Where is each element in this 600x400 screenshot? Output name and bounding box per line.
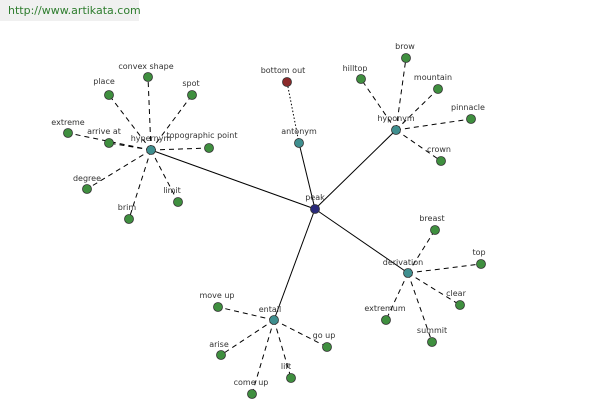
word-label-move-up[interactable]: move up: [199, 291, 234, 300]
edge-hyponym-hilltop: [360, 78, 397, 131]
edge-hypernym-degree: [86, 149, 152, 190]
word-node-brim[interactable]: [124, 214, 134, 224]
edge-hypernym-topographic-point: [150, 147, 210, 151]
edge-derivation-clear: [407, 272, 461, 306]
relation-node-hyponym[interactable]: [391, 125, 401, 135]
relation-label-hyponym[interactable]: hyponym: [377, 114, 415, 123]
word-label-topographic-point[interactable]: topographic point: [167, 131, 238, 140]
word-node-come-up[interactable]: [247, 389, 257, 399]
edge-hypernym-convex-shape: [147, 76, 152, 151]
relation-node-entail[interactable]: [269, 315, 279, 325]
word-label-breast[interactable]: breast: [419, 214, 444, 223]
word-label-go-up[interactable]: go up: [313, 331, 336, 340]
center-label-peak[interactable]: peak: [305, 193, 325, 202]
word-label-come-up[interactable]: come up: [234, 378, 269, 387]
word-node-arise[interactable]: [216, 350, 226, 360]
word-node-convex-shape[interactable]: [143, 72, 153, 82]
edge-entail-come-up: [251, 319, 275, 395]
word-node-mountain[interactable]: [433, 84, 443, 94]
word-label-limit[interactable]: limit: [163, 186, 181, 195]
word-node-arrive-at[interactable]: [104, 138, 114, 148]
word-node-clear[interactable]: [455, 300, 465, 310]
edge-derivation-summit: [407, 272, 433, 343]
word-label-bottom-out[interactable]: bottom out: [261, 66, 306, 75]
word-label-brow[interactable]: brow: [395, 42, 415, 51]
edge-hypernym-brim: [128, 149, 152, 220]
relation-label-entail[interactable]: entail: [259, 305, 281, 314]
word-node-bottom-out[interactable]: [282, 77, 292, 87]
word-node-lift[interactable]: [286, 373, 296, 383]
word-node-spot[interactable]: [187, 90, 197, 100]
edge-hyponym-crown: [395, 129, 442, 162]
word-node-summit[interactable]: [427, 337, 437, 347]
relation-label-derivation[interactable]: derivation: [383, 258, 423, 267]
word-label-extremum[interactable]: extremum: [364, 304, 406, 313]
word-node-hilltop[interactable]: [356, 74, 366, 84]
edge-peak-hypernym: [150, 149, 316, 210]
word-label-summit[interactable]: summit: [417, 326, 447, 335]
word-node-pinnacle[interactable]: [466, 114, 476, 124]
relation-label-antonym[interactable]: antonym: [281, 127, 317, 136]
word-label-convex-shape[interactable]: convex shape: [118, 62, 173, 71]
word-label-degree[interactable]: degree: [73, 174, 101, 183]
edge-peak-hyponym: [314, 129, 397, 210]
edge-entail-lift: [273, 319, 292, 379]
word-label-crown[interactable]: crown: [427, 145, 451, 154]
edge-entail-move-up: [217, 306, 275, 321]
word-node-go-up[interactable]: [322, 342, 332, 352]
relation-label-hypernym[interactable]: hypernym: [131, 134, 172, 143]
word-node-extremum[interactable]: [381, 315, 391, 325]
edge-peak-derivation: [314, 208, 409, 274]
edge-entail-go-up: [273, 319, 328, 348]
word-label-mountain[interactable]: mountain: [414, 73, 452, 82]
word-label-pinnacle[interactable]: pinnacle: [451, 103, 485, 112]
relation-node-hypernym[interactable]: [146, 145, 156, 155]
word-label-place[interactable]: place: [93, 77, 115, 86]
edge-entail-arise: [220, 319, 275, 356]
word-label-clear[interactable]: clear: [446, 289, 466, 298]
edge-hyponym-pinnacle: [395, 118, 472, 131]
word-label-arise[interactable]: arise: [209, 340, 229, 349]
edge-hyponym-brow: [395, 57, 407, 131]
edge-hypernym-place: [108, 94, 152, 151]
relation-node-antonym[interactable]: [294, 138, 304, 148]
center-node-peak[interactable]: [310, 204, 320, 214]
word-node-top[interactable]: [476, 259, 486, 269]
word-label-spot[interactable]: spot: [182, 79, 199, 88]
word-node-breast[interactable]: [430, 225, 440, 235]
edge-hypernym-spot: [150, 94, 193, 151]
word-label-brim[interactable]: brim: [118, 203, 137, 212]
edge-peak-antonym: [298, 142, 316, 210]
word-label-lift[interactable]: lift: [281, 362, 291, 371]
site-url-watermark[interactable]: http://www.artikata.com: [0, 0, 141, 21]
word-label-top[interactable]: top: [472, 248, 485, 257]
nodes-layer: [63, 53, 486, 399]
word-node-move-up[interactable]: [213, 302, 223, 312]
word-label-hilltop[interactable]: hilltop: [343, 64, 368, 73]
word-node-extreme[interactable]: [63, 128, 73, 138]
edges-layer: [67, 57, 482, 395]
word-node-limit[interactable]: [173, 197, 183, 207]
word-node-crown[interactable]: [436, 156, 446, 166]
word-label-extreme[interactable]: extreme: [51, 118, 84, 127]
word-node-place[interactable]: [104, 90, 114, 100]
edge-hypernym-arrive-at: [108, 142, 152, 151]
edge-hypernym-limit: [150, 149, 179, 203]
word-label-arrive-at[interactable]: arrive at: [87, 127, 121, 136]
relation-node-derivation[interactable]: [403, 268, 413, 278]
edge-derivation-top: [407, 263, 482, 274]
word-node-topographic-point[interactable]: [204, 143, 214, 153]
word-node-brow[interactable]: [401, 53, 411, 63]
edge-hyponym-mountain: [395, 88, 439, 131]
edge-peak-entail: [273, 208, 316, 321]
word-node-degree[interactable]: [82, 184, 92, 194]
